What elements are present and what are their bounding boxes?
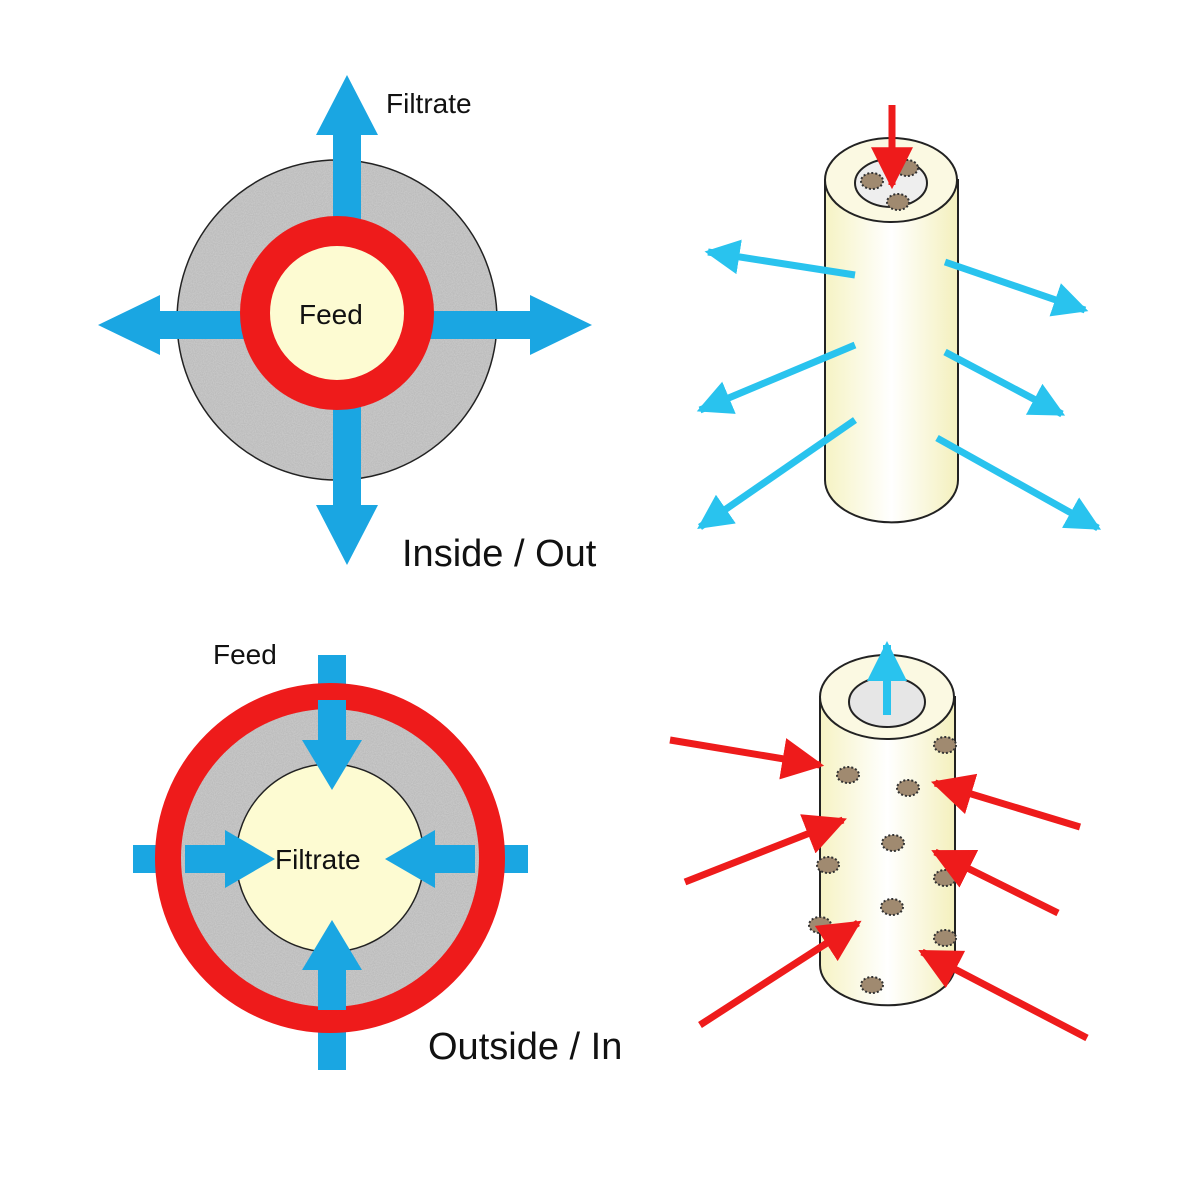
arrow-down-icon: [316, 380, 378, 565]
inward-arrows: [185, 700, 475, 1010]
inside-out-title: Inside / Out: [402, 533, 597, 575]
bottom-filtrate-label: Filtrate: [275, 844, 361, 875]
feed-in-arrows: [669, 736, 1089, 1042]
bottom-feed-label: Feed: [213, 639, 277, 670]
feed-core: [240, 216, 434, 410]
arrow-right-icon: [400, 295, 592, 355]
arrow-right-icon: [185, 830, 275, 888]
top-feed-label: Feed: [299, 299, 363, 330]
inside-out-cylinder: [696, 105, 1102, 532]
outside-in-cylinder: [669, 641, 1089, 1042]
arrow-up-icon: [302, 920, 362, 1010]
arrow-down-icon: [302, 700, 362, 790]
arrow-up-icon: [316, 75, 378, 260]
filtrate-arrows: [98, 75, 592, 565]
top-filtrate-label: Filtrate: [386, 88, 472, 119]
filtrate-out-arrows: [696, 239, 1102, 532]
arrow-left-icon: [385, 830, 475, 888]
outside-in-cross-section: [133, 655, 528, 1070]
inside-out-cross-section: [98, 75, 592, 565]
arrow-left-icon: [98, 295, 280, 355]
outside-in-title: Outside / In: [428, 1026, 623, 1068]
